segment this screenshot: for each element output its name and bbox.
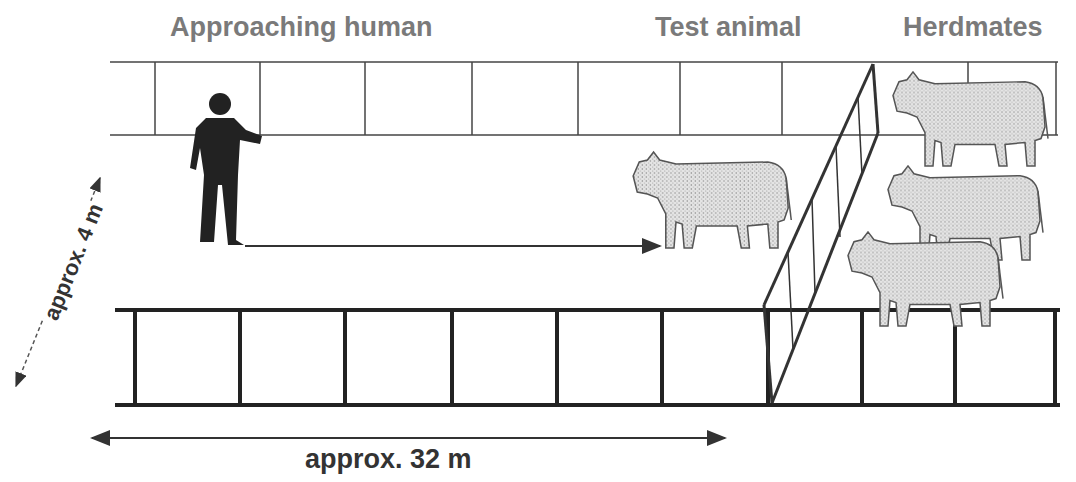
human-figure <box>190 93 262 245</box>
dimension-label: approx. 32 m <box>305 446 472 473</box>
herdmate-cow <box>893 72 1048 166</box>
heading-label: Approaching human <box>170 14 433 41</box>
gate-bars <box>788 97 862 349</box>
approach-arrow <box>245 245 660 247</box>
dimension-line <box>92 437 725 439</box>
dimension-label: approx. 4 m <box>40 199 108 325</box>
bottom-fence <box>115 310 1060 405</box>
heading-label: Herdmates <box>903 14 1043 41</box>
test-cow <box>633 152 791 248</box>
herdmate-cow <box>848 232 1003 326</box>
gate <box>764 64 878 403</box>
heading-label: Test animal <box>655 14 802 41</box>
